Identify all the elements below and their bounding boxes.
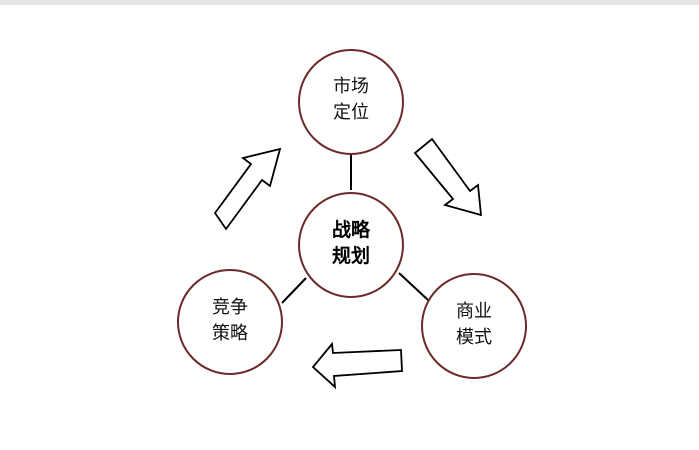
connector-left: [281, 277, 307, 304]
arrow-left-icon: [311, 341, 403, 390]
node-business-model: 商业 模式: [421, 273, 527, 379]
node-center-line2: 规划: [332, 244, 370, 267]
node-right-line2: 模式: [456, 327, 492, 348]
node-top-line1: 市场: [333, 76, 369, 97]
node-right-line1: 商业: [456, 301, 492, 322]
arrow-down-right-icon: [413, 137, 483, 217]
node-market-positioning: 市场 定位: [298, 49, 404, 155]
connector-right: [398, 272, 429, 301]
node-center-line1: 战略: [332, 218, 371, 241]
arrow-up-right-icon: [213, 147, 282, 231]
node-left-line1: 竞争: [212, 297, 248, 318]
node-top-line2: 定位: [333, 102, 369, 123]
node-left-line2: 策略: [212, 323, 248, 344]
node-strategic-planning: 战略 规划: [298, 192, 404, 298]
top-bar: [0, 0, 699, 5]
node-competitive-strategy: 竞争 策略: [177, 269, 283, 375]
